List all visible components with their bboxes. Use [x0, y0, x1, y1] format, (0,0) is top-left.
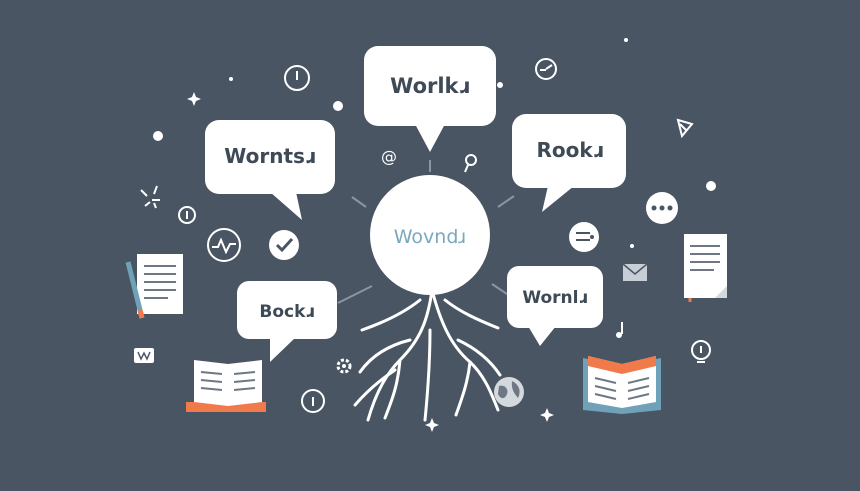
search-icon — [464, 154, 477, 173]
book-lines — [200, 371, 256, 391]
dot — [153, 131, 163, 141]
bubble-lower-right-tail — [528, 326, 556, 346]
open-book-icon — [194, 360, 228, 406]
clock-icon — [284, 65, 310, 91]
connector-lower-left — [337, 285, 373, 304]
bubble-upper-right-label: Rookɹ — [537, 138, 604, 162]
sparkle-icon — [425, 418, 439, 432]
book-lines — [594, 377, 650, 400]
bubble-upper-left-tail — [270, 192, 302, 220]
root-left-3 — [353, 368, 397, 407]
document-left — [125, 254, 183, 319]
at-sign-icon: @ — [381, 147, 397, 166]
more-dots-icon — [646, 192, 678, 224]
bubble-top: Worlkɹ — [364, 46, 496, 152]
hourglass-icon — [140, 185, 160, 209]
bubble-top-tail — [415, 124, 445, 152]
root-right-1 — [443, 298, 500, 330]
bubble-upper-right-tail — [542, 186, 574, 212]
bubble-upper-left-label: Worntsɹ — [224, 144, 315, 168]
bubble-lower-left-tail — [270, 337, 296, 362]
document-right — [684, 234, 727, 302]
chat-icon — [134, 348, 154, 363]
open-book-left — [186, 360, 266, 412]
root-left-4 — [383, 358, 402, 420]
document-lines — [690, 245, 720, 271]
lightbulb-icon — [691, 340, 711, 363]
globe-icon — [494, 377, 524, 407]
pencil-icon — [125, 261, 145, 319]
timer-icon — [535, 58, 557, 80]
roots — [353, 288, 502, 422]
dot — [229, 77, 233, 81]
play-icon — [676, 118, 694, 139]
root-left-1 — [360, 298, 422, 332]
sparkles — [187, 92, 554, 432]
bubble-upper-left: Worntsɹ — [205, 120, 335, 220]
check-icon — [269, 230, 299, 260]
decor-dots — [153, 38, 716, 248]
center-node: Wovndɹ — [370, 175, 490, 295]
info-icon — [178, 206, 196, 224]
root-center — [423, 328, 432, 422]
bubble-top-label: Worlkɹ — [390, 74, 470, 98]
root-left-2 — [358, 338, 412, 374]
document-icon — [684, 234, 727, 298]
dot — [333, 101, 343, 111]
toggle-icon — [569, 222, 599, 252]
bubble-lower-left: Bockɹ — [237, 281, 337, 362]
dot — [624, 38, 628, 42]
dot — [497, 82, 503, 88]
dot — [630, 244, 634, 248]
sparkle-icon — [540, 408, 554, 422]
document-lines — [144, 265, 176, 299]
bubble-lower-left-body — [237, 281, 337, 339]
center-circle — [370, 175, 490, 295]
center-label: Wovndɹ — [394, 226, 467, 248]
open-book-right — [583, 356, 661, 414]
connector-upper-right — [497, 195, 515, 208]
bubble-lower-right: Wornlɹ — [507, 266, 603, 346]
bubble-lower-right-label: Wornlɹ — [522, 288, 587, 308]
bubble-top-body — [364, 46, 496, 126]
sparkle-icon — [187, 92, 201, 106]
connector-upper-left — [351, 196, 367, 208]
root-right-3 — [454, 360, 472, 417]
document-icon — [137, 254, 183, 314]
root-right-2 — [456, 338, 502, 377]
mail-icon — [622, 263, 648, 281]
bubble-lower-right-body — [507, 266, 603, 328]
info-circle-icon — [301, 389, 325, 413]
bubble-upper-right: Rookɹ — [512, 114, 626, 212]
music-note-icon — [616, 322, 623, 338]
pulse-icon — [207, 228, 241, 262]
bubble-lower-left-label: Bockɹ — [259, 302, 314, 322]
bubble-upper-left-body — [205, 120, 335, 194]
bubble-upper-right-body — [512, 114, 626, 188]
settings-icon — [336, 358, 352, 374]
dot — [706, 181, 716, 191]
connector-lines — [337, 160, 515, 304]
book-cover — [186, 402, 266, 412]
